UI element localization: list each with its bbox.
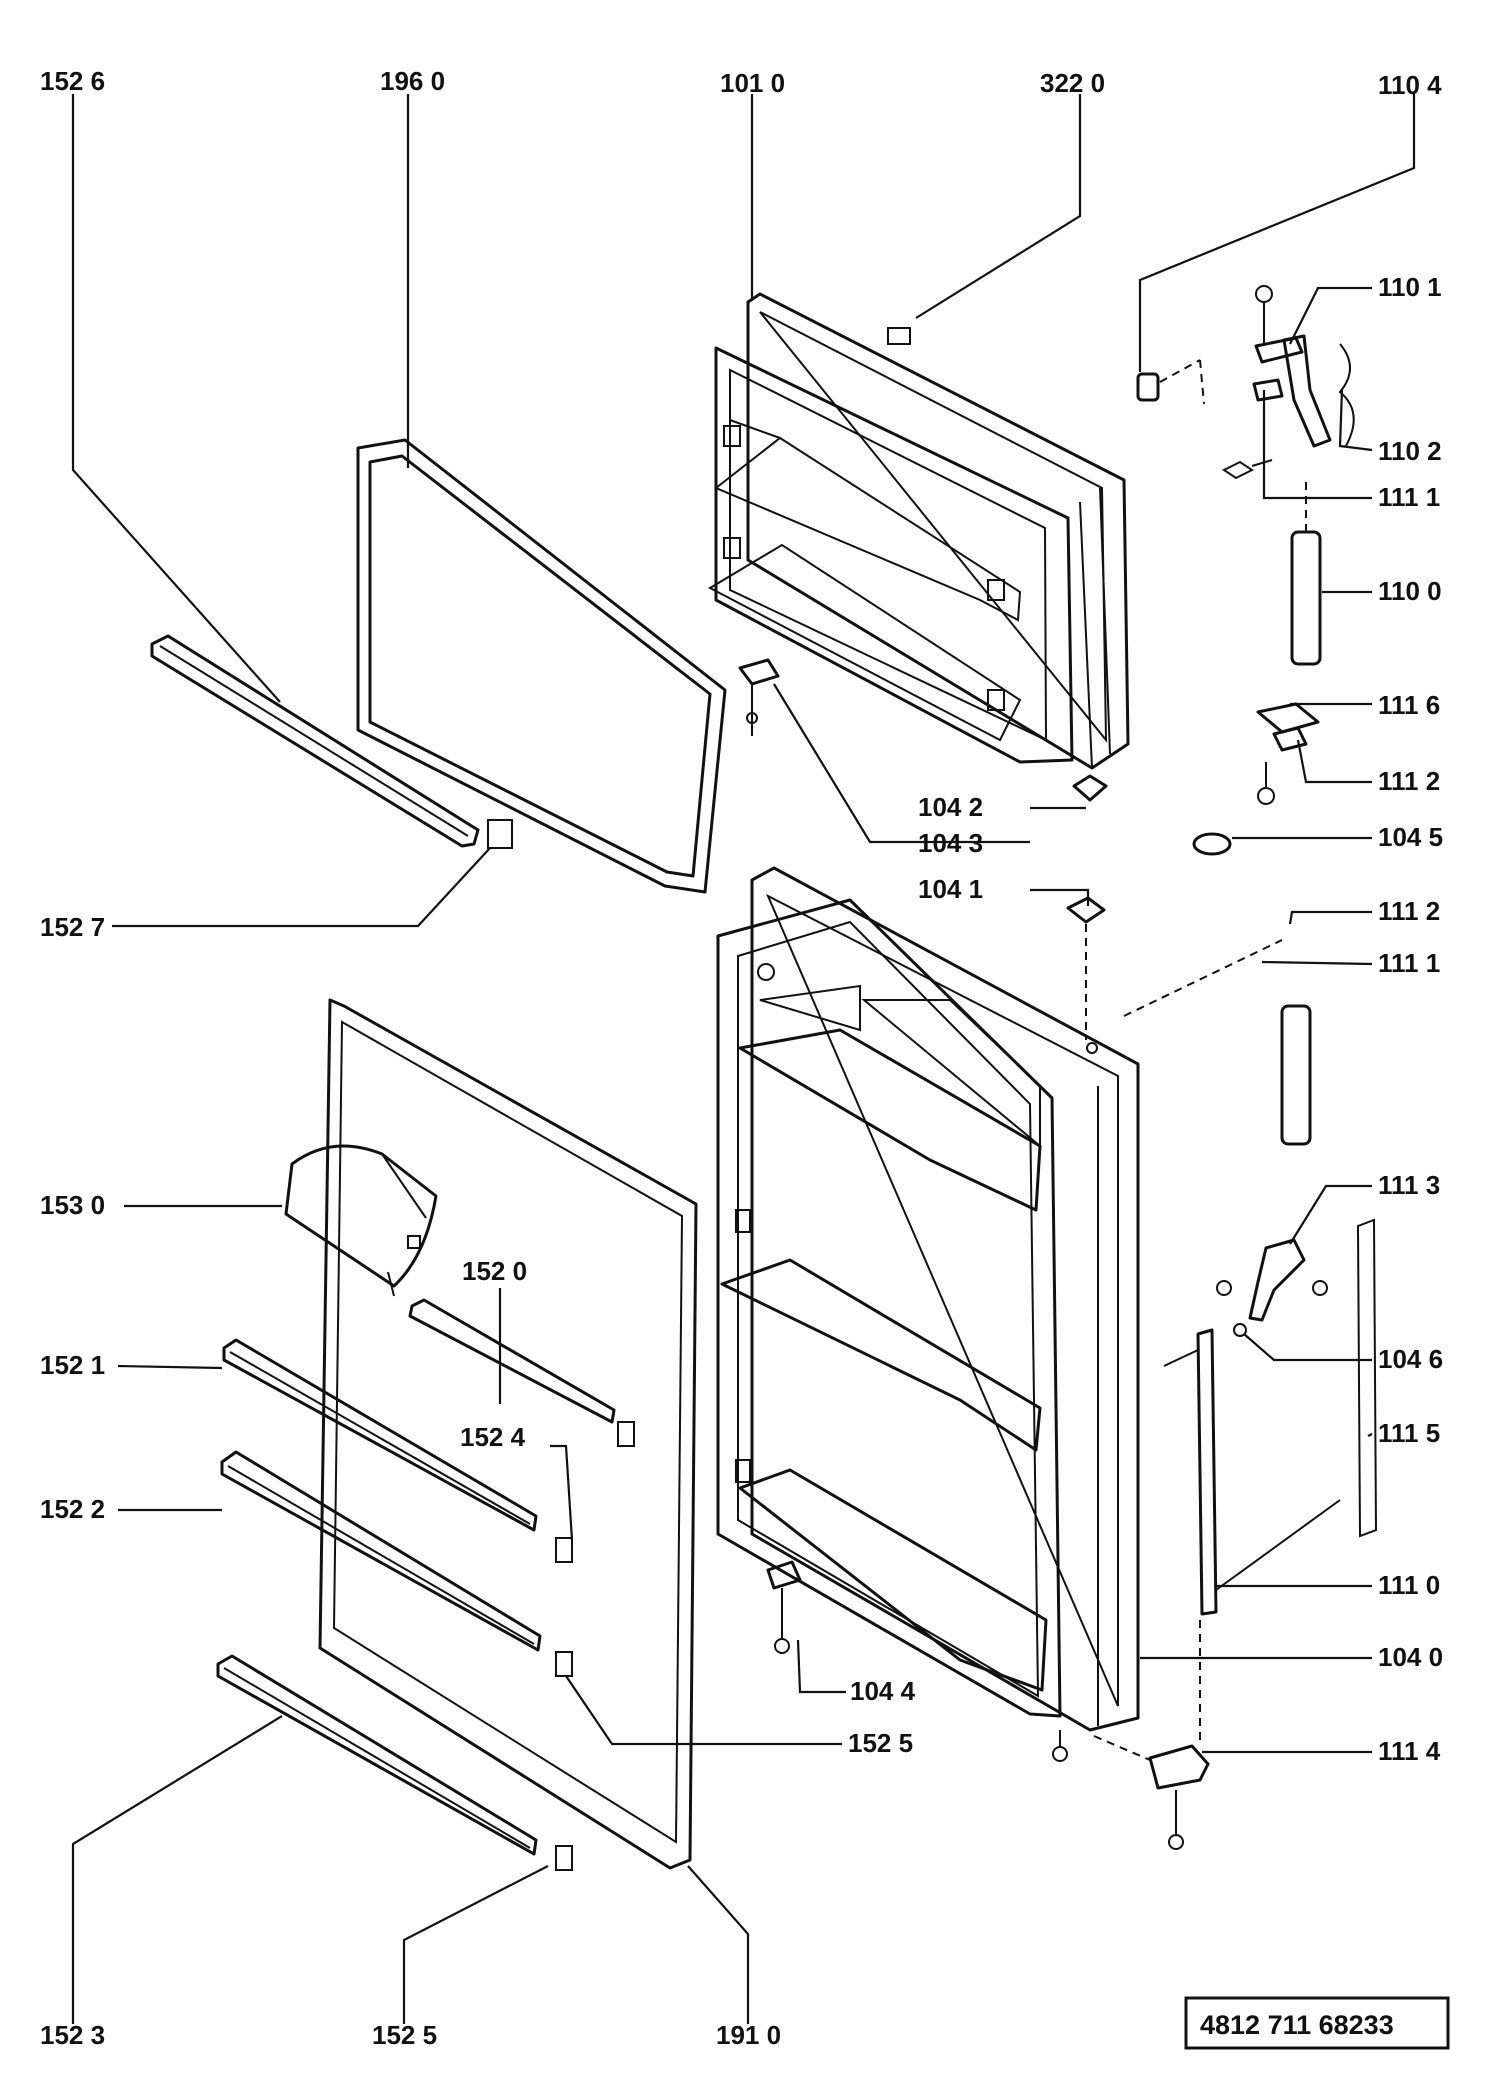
label-111-5: 111 5 <box>1378 1418 1440 1448</box>
label-111-6: 111 6 <box>1378 690 1440 720</box>
label-152-1: 152 1 <box>40 1350 105 1380</box>
leader-lines <box>71 94 1416 2024</box>
label-110-4: 110 4 <box>1378 70 1442 100</box>
catalog-number-box: 4812 711 68233 <box>1184 1996 1450 2050</box>
upper-hinge-part <box>1136 285 1355 805</box>
label-101-0: 101 0 <box>720 68 785 98</box>
fridge-door-part <box>716 866 1140 1732</box>
fridge-door-gasket-part <box>318 998 698 1870</box>
butter-compartment-part <box>284 1144 438 1297</box>
label-104-4: 104 4 <box>850 1676 916 1706</box>
label-111-0: 111 0 <box>1378 1570 1440 1600</box>
label-196-0: 196 0 <box>380 66 445 96</box>
freezer-door-part <box>707 292 1130 770</box>
label-110-1: 110 1 <box>1378 272 1442 302</box>
label-152-6: 152 6 <box>40 66 105 96</box>
label-111-4: 111 4 <box>1378 1736 1441 1766</box>
label-152-5-lower: 152 5 <box>372 2020 437 2050</box>
label-152-2: 152 2 <box>40 1494 105 1524</box>
label-152-4: 152 4 <box>460 1422 526 1452</box>
label-152-5-upper: 152 5 <box>848 1728 913 1758</box>
label-104-2: 104 2 <box>918 792 983 822</box>
shelf-bar-part <box>150 634 513 849</box>
label-104-6: 104 6 <box>1378 1344 1443 1374</box>
label-110-0: 110 0 <box>1378 576 1442 606</box>
label-152-0: 152 0 <box>462 1256 527 1286</box>
lower-hinge-part <box>766 939 1378 1850</box>
label-110-2: 110 2 <box>1378 436 1442 466</box>
label-152-3: 152 3 <box>40 2020 105 2050</box>
label-111-3: 111 3 <box>1378 1170 1440 1200</box>
label-104-0: 104 0 <box>1378 1642 1443 1672</box>
label-322-0: 322 0 <box>1040 68 1105 98</box>
part-labels: 152 6 196 0 101 0 322 0 110 4 110 1 110 … <box>40 66 1443 2050</box>
freezer-door-gasket-part <box>356 438 727 894</box>
label-104-3: 104 3 <box>918 828 983 858</box>
label-111-2-lower: 111 2 <box>1378 896 1440 926</box>
label-111-1-upper: 111 1 <box>1378 482 1440 512</box>
label-111-2-upper: 111 2 <box>1378 766 1440 796</box>
label-111-1-lower: 111 1 <box>1378 948 1440 978</box>
shelf-bars-group <box>216 1298 635 1871</box>
label-153-0: 153 0 <box>40 1190 105 1220</box>
label-152-7: 152 7 <box>40 912 105 942</box>
label-104-5: 104 5 <box>1378 822 1443 852</box>
label-104-1: 104 1 <box>918 874 983 904</box>
door-stop-parts <box>738 658 1232 1040</box>
catalog-number: 4812 711 68233 <box>1200 2010 1394 2040</box>
label-191-0: 191 0 <box>716 2020 781 2050</box>
